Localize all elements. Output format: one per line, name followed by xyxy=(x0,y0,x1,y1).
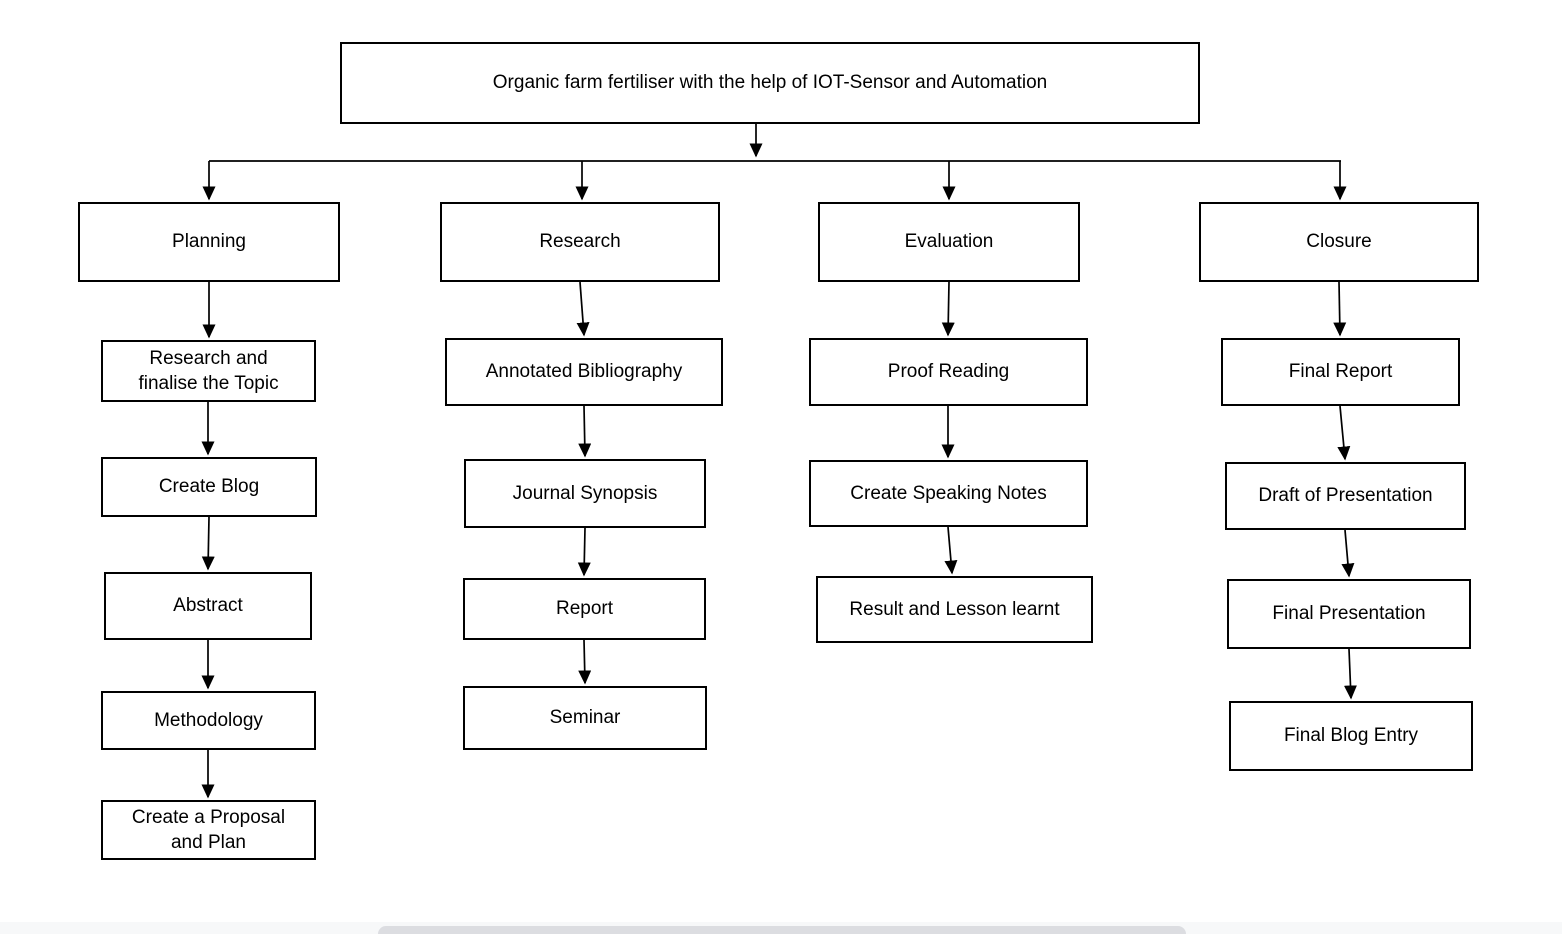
node-abstract: Abstract xyxy=(104,572,312,640)
node-report: Report xyxy=(463,578,706,640)
edge-closure-1 xyxy=(1333,281,1347,337)
edge-closure-2 xyxy=(1337,405,1351,461)
edge-closure-4 xyxy=(1343,648,1357,700)
node-create-blog: Create Blog xyxy=(101,457,317,517)
horizontal-scrollbar-thumb[interactable] xyxy=(378,926,1186,934)
node-result-and-lesson-learnt: Result and Lesson learnt xyxy=(816,576,1093,643)
node-methodology: Methodology xyxy=(101,691,316,750)
edge-closure-3 xyxy=(1341,529,1355,578)
node-final-report: Final Report xyxy=(1221,338,1460,406)
node-planning: Planning xyxy=(78,202,340,282)
node-seminar: Seminar xyxy=(463,686,707,750)
edge-planning-3 xyxy=(201,516,215,571)
node-proof-reading: Proof Reading xyxy=(809,338,1088,406)
edge-research-2 xyxy=(578,405,592,458)
node-create-speaking-notes: Create Speaking Notes xyxy=(809,460,1088,527)
node-research-and-finalise-the-topic: Research and finalise the Topic xyxy=(101,340,316,402)
node-evaluation: Evaluation xyxy=(818,202,1080,282)
node-closure: Closure xyxy=(1199,202,1479,282)
horizontal-scrollbar-track[interactable] xyxy=(0,922,1562,934)
node-final-blog-entry: Final Blog Entry xyxy=(1229,701,1473,771)
node-research: Research xyxy=(440,202,720,282)
node-draft-of-presentation: Draft of Presentation xyxy=(1225,462,1466,530)
node-project-title: Organic farm fertiliser with the help of… xyxy=(340,42,1200,124)
edge-evaluation-1 xyxy=(941,281,955,337)
node-final-presentation: Final Presentation xyxy=(1227,579,1471,649)
edge-research-3 xyxy=(577,527,591,577)
node-annotated-bibliography: Annotated Bibliography xyxy=(445,338,723,406)
node-create-a-proposal-and-plan: Create a Proposal and Plan xyxy=(101,800,316,860)
edge-research-4 xyxy=(578,639,592,685)
edge-research-1 xyxy=(576,281,590,337)
node-journal-synopsis: Journal Synopsis xyxy=(464,459,706,528)
edge-evaluation-3 xyxy=(944,526,958,575)
